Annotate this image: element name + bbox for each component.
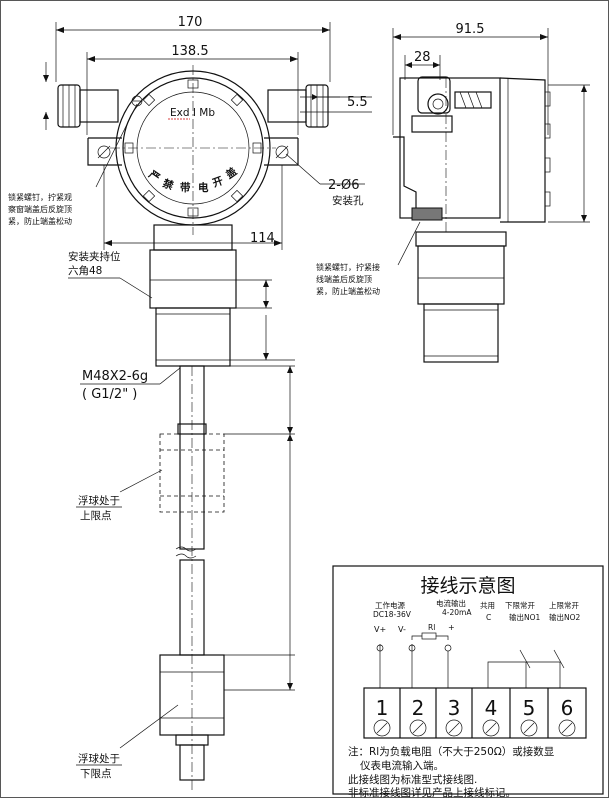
float-upper: 浮球处于 上限点 — [76, 423, 225, 522]
lower-label-1: 下限常开 — [505, 601, 535, 610]
power-label-1: 工作电源 — [375, 600, 405, 610]
mount-hole-callout: 2-Ø6 安装孔 — [285, 153, 365, 207]
current-label-1: 电流输出 — [436, 598, 466, 608]
dim-left-small — [43, 62, 49, 130]
svg-text:盖: 盖 — [223, 164, 239, 181]
svg-text:电: 电 — [198, 181, 209, 194]
rod-vertical-dims — [205, 365, 295, 691]
left-note-line1: 锁紧螺钉，拧紧观 — [8, 192, 72, 202]
left-screw-note: 锁紧螺钉，拧紧观 察窗端盖后反旋顶 紧，防止端盖松动 — [8, 103, 138, 226]
common-label-2: C — [486, 613, 491, 622]
float-lower: 浮球处于 下限点 — [76, 654, 225, 781]
wrench-note: 安装夹持位 六角48 — [68, 250, 153, 299]
housing-front — [57, 65, 329, 235]
left-note-line2: 察窗端盖后反旋顶 — [8, 204, 72, 214]
dim-side-width: 91.5 — [392, 22, 549, 135]
warning-ring-text: 严 禁 带 电 开 盖 — [145, 164, 239, 194]
left-note-line3: 紧，防止端盖松动 — [8, 216, 72, 226]
thread-note: M48X2-6g ( G1/2" ) — [80, 367, 181, 402]
svg-text:严: 严 — [145, 168, 162, 185]
terminal-4: 4 — [485, 696, 498, 720]
common-label-1: 共用 — [480, 601, 495, 610]
rod — [175, 365, 205, 790]
wiring-diagram: 接线示意图 工作电源 DC18-36V 电流输出 4-20mA 共用 C 下限常… — [332, 565, 604, 798]
power-label-2: DC18-36V — [373, 610, 412, 619]
dim-138-text: 138.5 — [171, 44, 208, 59]
terminal-5: 5 — [523, 696, 536, 720]
wiring-title: 接线示意图 — [420, 575, 515, 597]
wiring-note-3: 此接线图为标准型式接线图. — [348, 773, 477, 786]
current-label-2: 4-20mA — [442, 608, 472, 617]
wrench-line2: 六角48 — [68, 265, 102, 277]
terminal-1: 1 — [376, 696, 389, 720]
dim-5-5-text: 5.5 — [347, 95, 368, 110]
wrench-line1: 安装夹持位 — [68, 250, 121, 263]
dim-side-offset: 28 — [404, 50, 441, 80]
float-upper-line1: 浮球处于 — [78, 494, 120, 507]
wiring-note-2: 仪表电流输入端。 — [360, 759, 444, 772]
svg-text:禁: 禁 — [160, 176, 176, 192]
thread-line1: M48X2-6g — [82, 369, 148, 384]
exd-marking: Exd Ⅰ Mb — [170, 107, 215, 119]
plus-label: + — [448, 623, 455, 632]
terminal-3: 3 — [448, 696, 461, 720]
wiring-note-4: 非标准接线图详见产品上接线标记。 — [348, 786, 516, 798]
right-note-line1: 锁紧螺钉，拧紧接 — [316, 262, 380, 272]
mount-holes-label: 安装孔 — [332, 194, 364, 207]
thread-line2: ( G1/2" ) — [82, 387, 137, 402]
dim-flange-width: 138.5 — [86, 44, 299, 135]
dim-170-text: 170 — [178, 15, 203, 30]
right-note-line3: 紧，防止端盖松动 — [316, 286, 380, 296]
upper-label-1: 上限常开 — [549, 601, 579, 610]
dim-overall-width: 170 — [55, 15, 331, 82]
wiring-note-1: 注：Rl为负载电阻（不大于250Ω）或接数显 — [348, 745, 555, 758]
terminal-6: 6 — [561, 696, 574, 720]
mount-holes-text: 2-Ø6 — [328, 178, 359, 193]
dim-114-text: 114 — [250, 231, 275, 246]
lower-body-front — [149, 224, 295, 367]
rl-label: Rl — [428, 623, 435, 632]
float-lower-line1: 浮球处于 — [78, 752, 120, 765]
svg-text:开: 开 — [211, 175, 225, 190]
v-plus-label: V+ — [374, 625, 386, 634]
dim-114: 114 — [103, 165, 283, 250]
right-screw-note: 锁紧螺钉，拧紧接 线端盖后反旋顶 紧，防止端盖松动 — [316, 221, 421, 296]
right-note-line2: 线端盖后反旋顶 — [316, 274, 372, 284]
lower-label-2: 输出NO1 — [509, 612, 541, 622]
dim-28-text: 28 — [414, 50, 431, 65]
v-minus-label: V- — [398, 625, 406, 634]
upper-label-2: 输出NO2 — [549, 612, 581, 622]
terminal-2: 2 — [412, 696, 425, 720]
lower-body-side — [415, 231, 507, 363]
float-upper-line2: 上限点 — [80, 510, 112, 522]
dim-5-5: 5.5 — [300, 94, 372, 113]
housing-side — [393, 76, 590, 232]
svg-text:带: 带 — [180, 181, 191, 194]
float-lower-line2: 下限点 — [80, 768, 112, 780]
dim-91-text: 91.5 — [456, 22, 485, 37]
